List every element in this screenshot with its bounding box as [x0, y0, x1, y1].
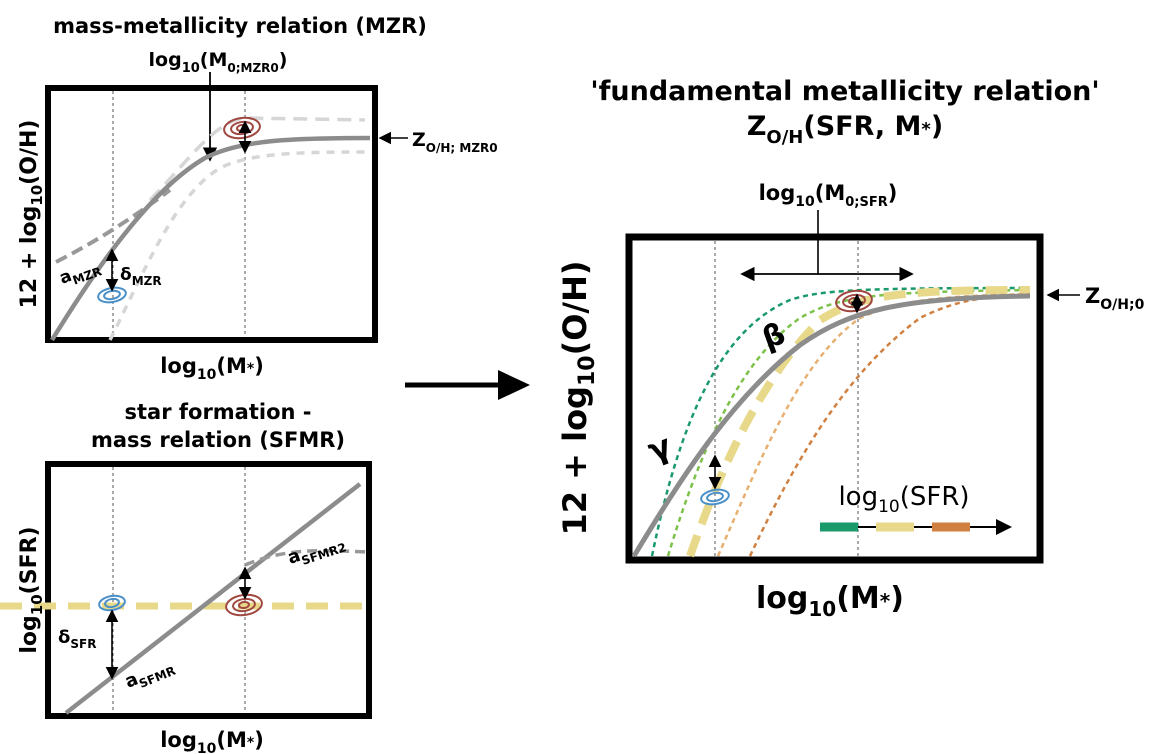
fmr-sfr-label: log10(SFR) — [838, 482, 969, 517]
mzr-title: mass-metallicity relation (MZR) — [53, 14, 427, 38]
mzr-z-label: ZO/H; MZR0 — [412, 129, 498, 155]
fmr-blue-galaxy — [700, 488, 730, 506]
fmr-z-label: ZO/H;0 — [1085, 284, 1145, 313]
fmr-curve-green-dark — [650, 286, 1031, 557]
mzr-xlabel: log10(M*) — [160, 354, 264, 383]
sfmr-frame — [45, 461, 372, 719]
sfmr-delta-label: δSFR — [58, 627, 96, 651]
mzr-frame — [45, 85, 378, 343]
sfmr-title-line1: star formation - — [125, 400, 312, 424]
mzr-red-galaxy — [223, 116, 261, 140]
fmr-curve-orange-dark — [748, 294, 1031, 557]
mzr-a-label: aMZR — [57, 256, 104, 292]
fmr-panel: 'fundamental metallicity relation' ZO/H(… — [556, 76, 1145, 621]
mzr-delta-label: δMZR — [120, 265, 162, 288]
fmr-title-line2: ZO/H(SFR, M*) — [747, 111, 943, 148]
fmr-frame — [625, 233, 1044, 564]
sfmr-panel: star formation - mass relation (SFMR) δS… — [0, 400, 372, 754]
sfmr-xlabel: log10(M*) — [160, 728, 264, 754]
fmr-curve-orange-light — [716, 292, 1031, 557]
sfmr-ylabel: log10(SFR) — [17, 526, 46, 653]
mzr-m0-label: log10(M0;MZR0) — [149, 49, 288, 76]
fmr-xlabel: log10(M*) — [756, 581, 904, 621]
big-arrow-head — [498, 370, 530, 400]
fmr-gamma-label: γ — [643, 426, 677, 469]
fmr-main-curve — [631, 293, 1031, 558]
mzr-panel: mass-metallicity relation (MZR) log10(M0… — [17, 14, 498, 383]
fmr-m0-label: log10(M0;SFR) — [759, 181, 898, 210]
fmr-curve-yellow — [686, 286, 1031, 558]
mzr-ylabel: 12 + log10(O/H) — [17, 120, 46, 309]
sfmr-title-line2: mass relation (SFMR) — [91, 428, 345, 452]
mzr-lower-dashed — [108, 150, 366, 341]
fmr-beta-label: β — [758, 316, 790, 356]
fmr-title-line1: 'fundamental metallicity relation' — [590, 76, 1099, 107]
fmr-ylabel: 12 + log10(O/H) — [556, 260, 600, 535]
mzr-main-curve — [50, 135, 371, 342]
fmr-curve-green-light — [666, 288, 1031, 557]
